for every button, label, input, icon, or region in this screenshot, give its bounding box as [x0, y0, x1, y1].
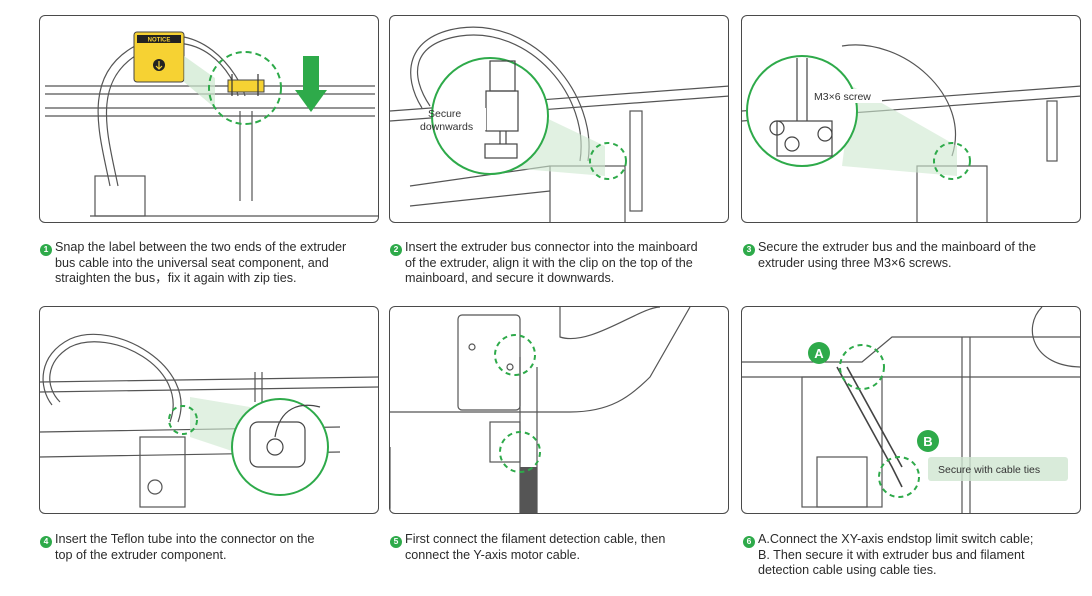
- caption-line: Snap the label between the two ends of t…: [55, 240, 347, 254]
- zoom-circle: [231, 398, 329, 496]
- zoom-circle: [431, 57, 549, 175]
- callout-secure: Secure: [428, 108, 461, 120]
- step-number-badge: 2: [390, 243, 402, 256]
- step-2-illustration: Secure downwards: [389, 15, 729, 223]
- caption-line: Insert the Teflon tube into the connecto…: [55, 532, 315, 546]
- zoom-circle: [746, 55, 858, 167]
- step-number-badge: 4: [40, 535, 52, 548]
- step-1-illustration: NOTICE: [39, 15, 379, 223]
- caption-line: B. Then secure it with extruder bus and …: [758, 547, 1025, 562]
- caption-line: mainboard, and secure it downwards.: [405, 270, 615, 285]
- svg-text:B: B: [923, 434, 932, 449]
- callout-cable-ties: Secure with cable ties: [938, 464, 1040, 476]
- step-number-badge: 3: [743, 243, 755, 256]
- highlight-circle-top: [494, 334, 536, 376]
- highlight-circle: [589, 142, 627, 180]
- green-arrow-down-icon: [295, 56, 327, 112]
- marker-a: A: [808, 342, 830, 364]
- marker-b: B: [917, 430, 939, 452]
- highlight-circle: [168, 405, 198, 435]
- notice-label-text: NOTICE: [148, 38, 171, 44]
- callout-screw: M3×6 screw: [814, 91, 871, 103]
- highlight-circle-bottom: [499, 431, 541, 473]
- step-5-illustration: [389, 306, 729, 514]
- caption-line: extruder using three M3×6 screws.: [758, 255, 952, 270]
- caption-line: bus cable into the universal seat compon…: [55, 255, 329, 270]
- caption-line: straighten the bus，fix it again with zip…: [55, 270, 297, 285]
- step-number-badge: 5: [390, 535, 402, 548]
- step-4-illustration: [39, 306, 379, 514]
- step-6-illustration: A B Secure with cable ties: [741, 306, 1081, 514]
- caption-line: top of the extruder component.: [55, 547, 227, 562]
- highlight-circle: [933, 142, 971, 180]
- step-3-illustration: M3×6 screw: [741, 15, 1081, 223]
- svg-text:A: A: [814, 346, 824, 361]
- caption-line: detection cable using cable ties.: [758, 562, 937, 577]
- step-number-badge: 1: [40, 243, 52, 256]
- callout-downwards: downwards: [420, 121, 473, 133]
- highlight-circle-a: [839, 344, 885, 390]
- caption-line: Insert the extruder bus connector into t…: [405, 240, 698, 254]
- caption-line: connect the Y-axis motor cable.: [405, 547, 581, 562]
- highlight-circle-b: [878, 456, 920, 498]
- highlight-circle: [208, 51, 282, 125]
- caption-line: Secure the extruder bus and the mainboar…: [758, 240, 1036, 254]
- caption-line: First connect the filament detection cab…: [405, 532, 666, 546]
- caption-line: of the extruder, align it with the clip …: [405, 255, 693, 270]
- step-number-badge: 6: [743, 535, 755, 548]
- caption-line: A.Connect the XY-axis endstop limit swit…: [758, 532, 1034, 546]
